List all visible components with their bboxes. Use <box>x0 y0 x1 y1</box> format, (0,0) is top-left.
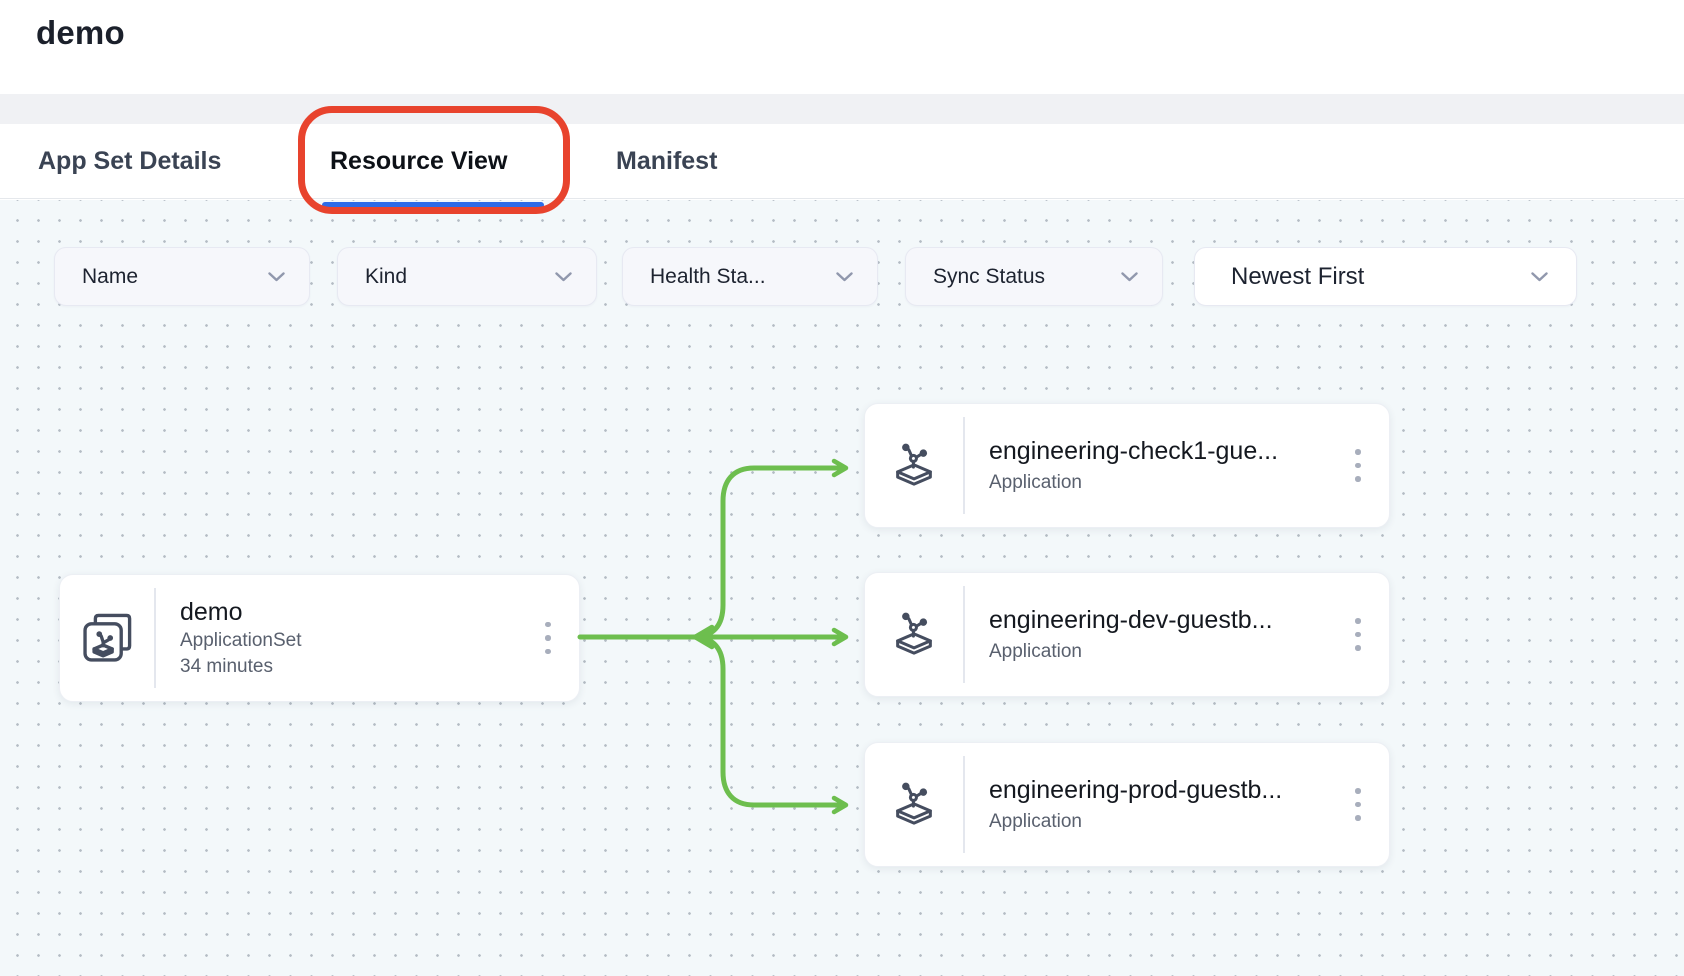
chevron-down-icon <box>555 271 572 281</box>
kebab-menu-icon[interactable] <box>1345 782 1371 827</box>
node-title: engineering-prod-guestb... <box>989 776 1283 804</box>
resource-graph-canvas[interactable]: Name Kind Health Sta... Sync Status Newe… <box>0 200 1684 976</box>
applicationset-icon <box>83 613 132 662</box>
node-title: engineering-check1-gue... <box>989 437 1279 465</box>
node-age: 34 minutes <box>180 656 273 677</box>
header-divider-band <box>0 94 1684 124</box>
application-icon <box>896 612 932 655</box>
filter-health-status-dropdown[interactable]: Health Sta... <box>622 247 878 306</box>
node-kind: Application <box>989 641 1082 662</box>
filter-kind-label: Kind <box>365 264 408 288</box>
node-applicationset-demo[interactable]: demo ApplicationSet 34 minutes <box>59 574 580 702</box>
card-divider <box>154 588 156 688</box>
card-divider <box>963 586 965 683</box>
node-application-prod[interactable]: engineering-prod-guestb... Application <box>864 742 1390 867</box>
node-title: demo <box>180 598 243 626</box>
filter-kind-dropdown[interactable]: Kind <box>337 247 597 306</box>
sort-order-label: Newest First <box>1231 262 1365 290</box>
node-kind: ApplicationSet <box>180 630 302 651</box>
page-title: demo <box>36 14 125 51</box>
chevron-down-icon <box>836 271 853 281</box>
tab-app-set-details[interactable]: App Set Details <box>38 147 222 175</box>
node-application-check1[interactable]: engineering-check1-gue... Application <box>864 403 1390 528</box>
tab-manifest[interactable]: Manifest <box>616 147 718 175</box>
active-tab-underline <box>322 202 544 208</box>
application-icon <box>896 782 932 825</box>
filter-sync-status-dropdown[interactable]: Sync Status <box>905 247 1163 306</box>
tab-resource-view[interactable]: Resource View <box>330 147 508 175</box>
filter-sync-status-label: Sync Status <box>933 264 1046 288</box>
chevron-down-icon <box>268 271 285 281</box>
card-divider <box>963 417 965 514</box>
filter-name-label: Name <box>82 264 139 288</box>
node-kind: Application <box>989 472 1082 493</box>
tab-bar: App Set Details Resource View Manifest <box>0 124 1684 199</box>
filter-name-dropdown[interactable]: Name <box>54 247 310 306</box>
node-application-dev[interactable]: engineering-dev-guestb... Application <box>864 572 1390 697</box>
card-divider <box>963 756 965 853</box>
node-title: engineering-dev-guestb... <box>989 606 1273 634</box>
kebab-menu-icon[interactable] <box>1345 443 1371 488</box>
chevron-down-icon <box>1121 271 1138 281</box>
kebab-menu-icon[interactable] <box>1345 612 1371 657</box>
kebab-menu-icon[interactable] <box>535 616 561 661</box>
chevron-down-icon <box>1531 271 1548 281</box>
node-kind: Application <box>989 811 1082 832</box>
sort-order-dropdown[interactable]: Newest First <box>1194 247 1577 306</box>
application-icon <box>896 443 932 486</box>
filter-health-status-label: Health Sta... <box>650 264 766 288</box>
